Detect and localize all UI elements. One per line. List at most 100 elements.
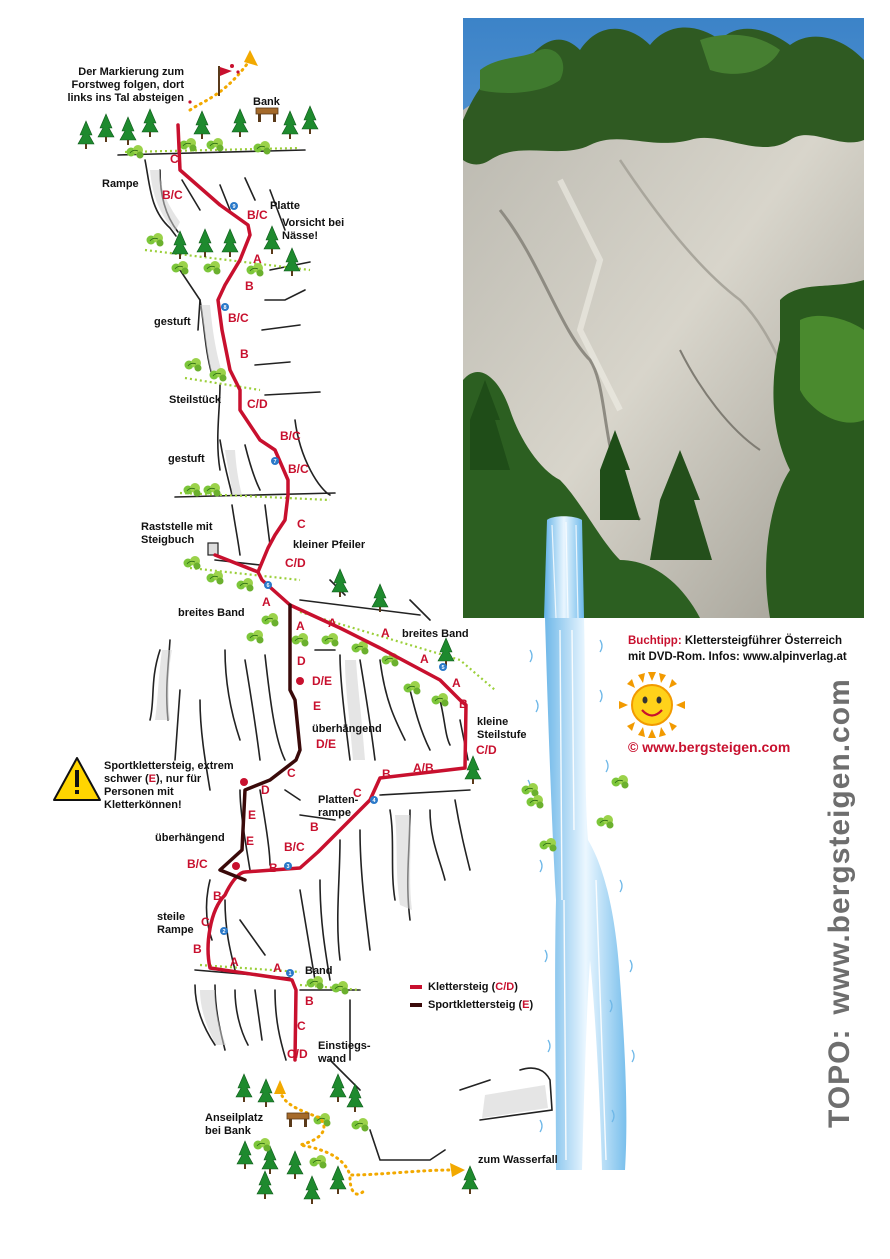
grade-label: C	[297, 1019, 306, 1033]
bush-icon	[184, 357, 202, 372]
grade-label: C/D	[247, 397, 268, 411]
grade-label: B/C	[247, 208, 268, 222]
grade-label: B	[213, 889, 222, 903]
grade-label: C	[201, 915, 210, 929]
grade-label: D	[297, 654, 306, 668]
svg-text:3: 3	[286, 864, 289, 870]
bush-icon	[206, 570, 224, 585]
grade-label: D/E	[316, 737, 337, 751]
bush-icon	[309, 1154, 327, 1169]
label-vorsicht: Vorsicht bei Nässe!	[282, 217, 345, 242]
bush-icon	[146, 232, 164, 247]
label-breites-band-right: breites Band	[402, 628, 469, 640]
grade-label: C	[353, 786, 362, 800]
label-raststelle: Raststelle mit Steigbuch	[141, 521, 213, 546]
grade-label: A	[230, 955, 239, 969]
legend-sportklettersteig: Sportklettersteig (E)	[410, 999, 533, 1011]
route-markers: 1 2 3 4 5 6 7 8 9	[220, 202, 447, 977]
svg-text:5: 5	[441, 665, 444, 671]
label-ueberhaengend-1: überhängend	[312, 723, 382, 735]
bush-icon	[236, 577, 254, 592]
grade-label: B	[310, 820, 319, 834]
bush-icon	[171, 260, 189, 275]
bush-icon	[611, 774, 629, 789]
sport-marker	[240, 778, 248, 786]
svg-text:6: 6	[266, 583, 269, 589]
marker-2: 2	[220, 927, 228, 935]
bush-icon	[246, 629, 264, 644]
grade-label: B/C	[187, 857, 208, 871]
bush-icon	[321, 632, 339, 647]
topo-vertical-text: TOPO:www.bergsteigen.com	[823, 678, 856, 1128]
grade-label: C	[287, 766, 296, 780]
bush-icon	[183, 482, 201, 497]
grade-label: B	[305, 994, 314, 1008]
tree-icon	[329, 1165, 347, 1195]
tree-icon	[346, 1083, 364, 1113]
tree-icon	[235, 1073, 253, 1103]
grade-label: C/D	[476, 743, 497, 757]
legend-swatch-dark	[410, 1003, 422, 1007]
grade-label: C	[170, 152, 179, 166]
sun-icon	[619, 672, 685, 738]
bush-icon	[126, 144, 144, 159]
grade-label: B/C	[288, 462, 309, 476]
bush-icon	[306, 975, 324, 990]
marker-6: 6	[264, 581, 272, 589]
bench-icon	[286, 1112, 310, 1127]
grade-label: C/D	[287, 1047, 308, 1061]
tree-icon	[196, 228, 214, 258]
label-band: Band	[305, 965, 333, 977]
flag-icon	[188, 64, 240, 104]
bush-icon	[331, 980, 349, 995]
label-einstiegswand: Einstiegs-wand	[318, 1040, 371, 1065]
grade-label: B/C	[162, 188, 183, 202]
label-steile-rampe: steile Rampe	[157, 911, 194, 936]
book-tip: Buchtipp: Klettersteigführer Österreich …	[628, 635, 847, 663]
photo-waterfall-cliff	[463, 18, 864, 619]
bush-icon	[351, 1117, 369, 1132]
tree-icon	[221, 228, 239, 258]
bush-icon	[539, 837, 557, 852]
svg-text:9: 9	[232, 204, 235, 210]
bush-icon	[351, 640, 369, 655]
grade-label: A/B	[413, 761, 434, 775]
label-zum-wasserfall: zum Wasserfall	[478, 1154, 558, 1166]
marker-8: 8	[221, 303, 229, 311]
grade-label: E	[248, 808, 257, 822]
grade-label: A	[253, 252, 262, 266]
arrow-icon	[244, 50, 465, 1177]
svg-text:2: 2	[222, 929, 225, 935]
tree-icon	[329, 1073, 347, 1103]
grade-label: B	[269, 861, 278, 875]
tree-icon	[77, 120, 95, 150]
grade-label: E	[313, 699, 322, 713]
grade-label: A	[262, 595, 271, 609]
grade-label: D/E	[312, 674, 333, 688]
steigbuch-icon	[207, 542, 219, 556]
label-ueberhaengend-2: überhängend	[155, 832, 225, 844]
tree-icon	[119, 116, 137, 146]
tree-icon	[256, 1170, 274, 1200]
warning-text: Sportklettersteig, extrem schwer (E), nu…	[104, 760, 234, 811]
bush-icon	[431, 692, 449, 707]
label-plattenrampe: Platten-rampe	[318, 794, 359, 819]
tree-icon	[283, 247, 301, 277]
bush-icon	[291, 632, 309, 647]
label-kleine-steilstufe: kleine Steilstufe	[477, 716, 527, 741]
svg-text:4: 4	[372, 798, 376, 804]
marker-9: 9	[230, 202, 238, 210]
grade-label: A	[296, 619, 305, 633]
label-gestuft-2: gestuft	[168, 453, 205, 465]
tree-icon	[371, 583, 389, 613]
grade-label: B/C	[284, 840, 305, 854]
grade-label: A	[328, 616, 337, 630]
bench-icon	[255, 107, 279, 122]
tree-icon	[303, 1175, 321, 1205]
bush-icon	[203, 260, 221, 275]
grade-label: C	[297, 517, 306, 531]
copyright-link[interactable]: © www.bergsteigen.com	[628, 739, 791, 755]
marker-3: 3	[284, 862, 292, 870]
grade-label: C/D	[285, 556, 306, 570]
